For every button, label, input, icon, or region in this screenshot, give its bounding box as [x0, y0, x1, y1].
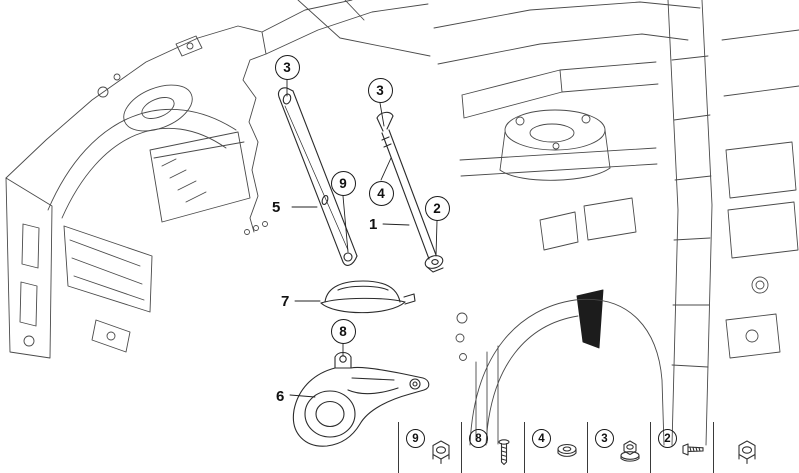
- legend-callout-8: 8: [469, 429, 488, 448]
- machine-screw-icon: [682, 443, 704, 456]
- legend-callout-3: 3: [595, 429, 614, 448]
- bracket-part: [292, 351, 430, 447]
- top-cowl-lines: [261, 0, 431, 57]
- right-body-structure: [433, 0, 799, 446]
- legend-callout-4: 4: [532, 429, 551, 448]
- stud-screw-icon: [498, 439, 510, 466]
- callout-label-7: 7: [281, 293, 290, 310]
- callout-circle-4: 4: [368, 180, 394, 206]
- legend-item-3: 3: [587, 422, 650, 473]
- cap-part: [320, 280, 416, 314]
- flange-nut-icon: [620, 440, 640, 462]
- fastener-legend: 9 8 4 3: [398, 422, 799, 473]
- legend-callout-2: 2: [658, 429, 677, 448]
- leader-lines: [286, 79, 438, 398]
- hex-nut-icon: [738, 440, 756, 465]
- callout-label-6: 6: [276, 388, 285, 405]
- legend-item-9: 9: [398, 422, 461, 473]
- callout-circle-8: 8: [330, 318, 356, 344]
- legend-item-4: 4: [524, 422, 587, 473]
- left-body-structure: [5, 25, 268, 359]
- callout-circle-3-right: 3: [367, 77, 393, 103]
- legend-item-partial: [713, 422, 799, 473]
- callout-label-1: 1: [369, 216, 378, 233]
- callout-circle-9: 9: [330, 170, 356, 196]
- tension-strut-part: [376, 111, 444, 273]
- washer-icon: [557, 443, 577, 457]
- callout-circle-2: 2: [424, 195, 450, 221]
- callout-label-5: 5: [272, 199, 281, 216]
- callout-circle-3-left: 3: [274, 54, 300, 80]
- legend-item-8: 8: [461, 422, 524, 473]
- hex-nut-icon: [432, 440, 450, 465]
- legend-item-2: 2: [650, 422, 713, 473]
- legend-callout-9: 9: [406, 429, 425, 448]
